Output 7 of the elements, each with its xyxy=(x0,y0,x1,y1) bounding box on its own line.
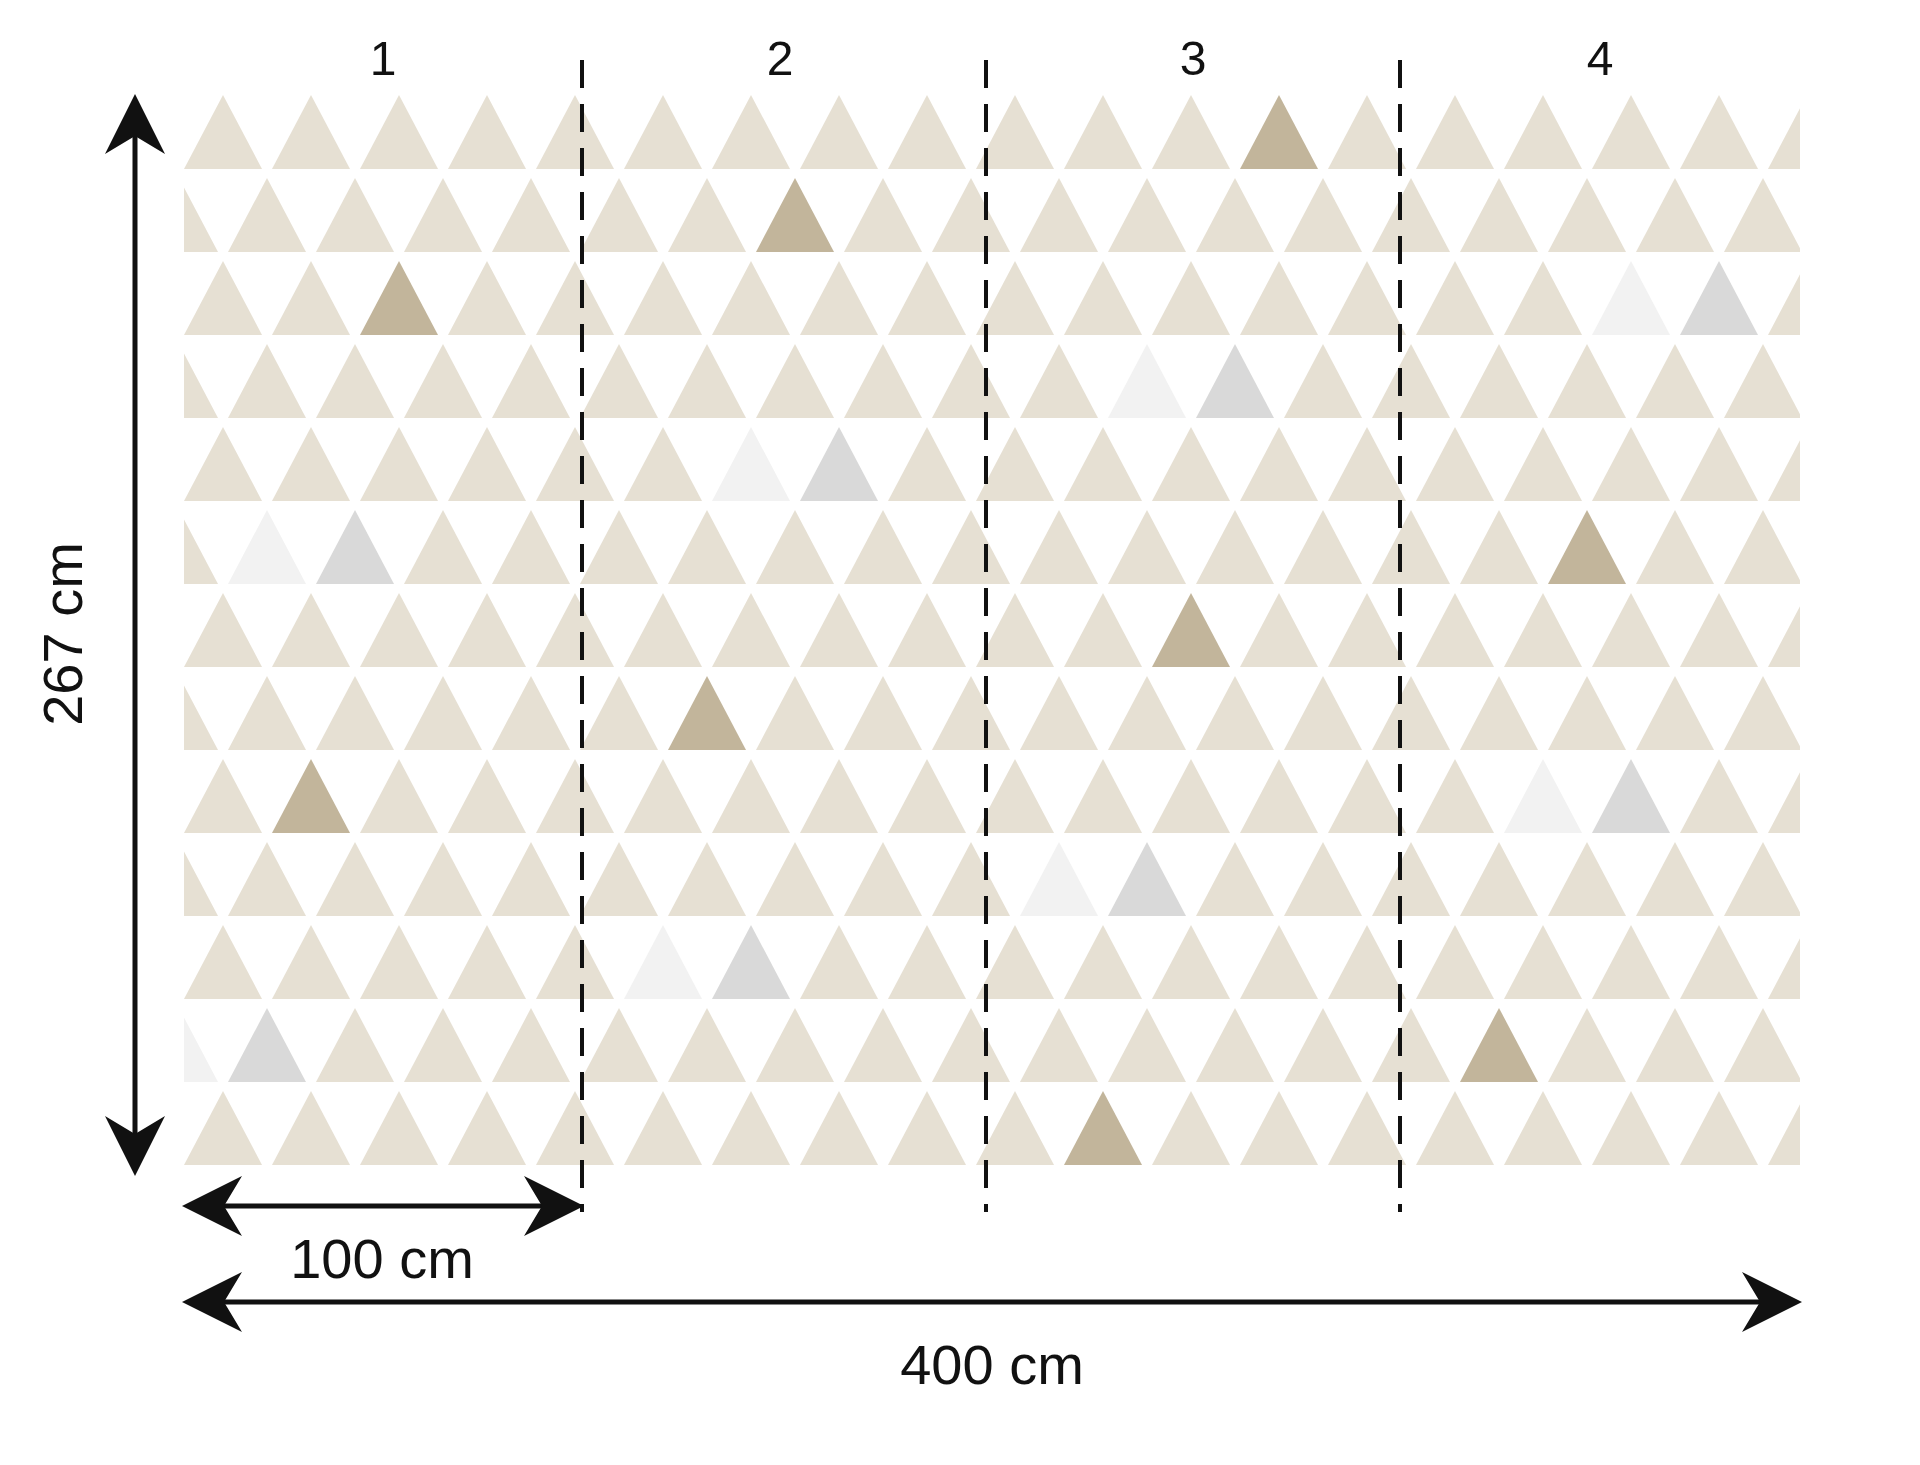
panel-number: 4 xyxy=(1586,35,1614,83)
dimension-label: 267 cm xyxy=(35,542,91,726)
panel-number: 2 xyxy=(766,35,794,83)
dimension-label: 400 cm xyxy=(900,1337,1084,1393)
panel-number: 3 xyxy=(1179,35,1207,83)
panel-number: 1 xyxy=(369,35,397,83)
dimension-label: 100 cm xyxy=(290,1231,474,1287)
